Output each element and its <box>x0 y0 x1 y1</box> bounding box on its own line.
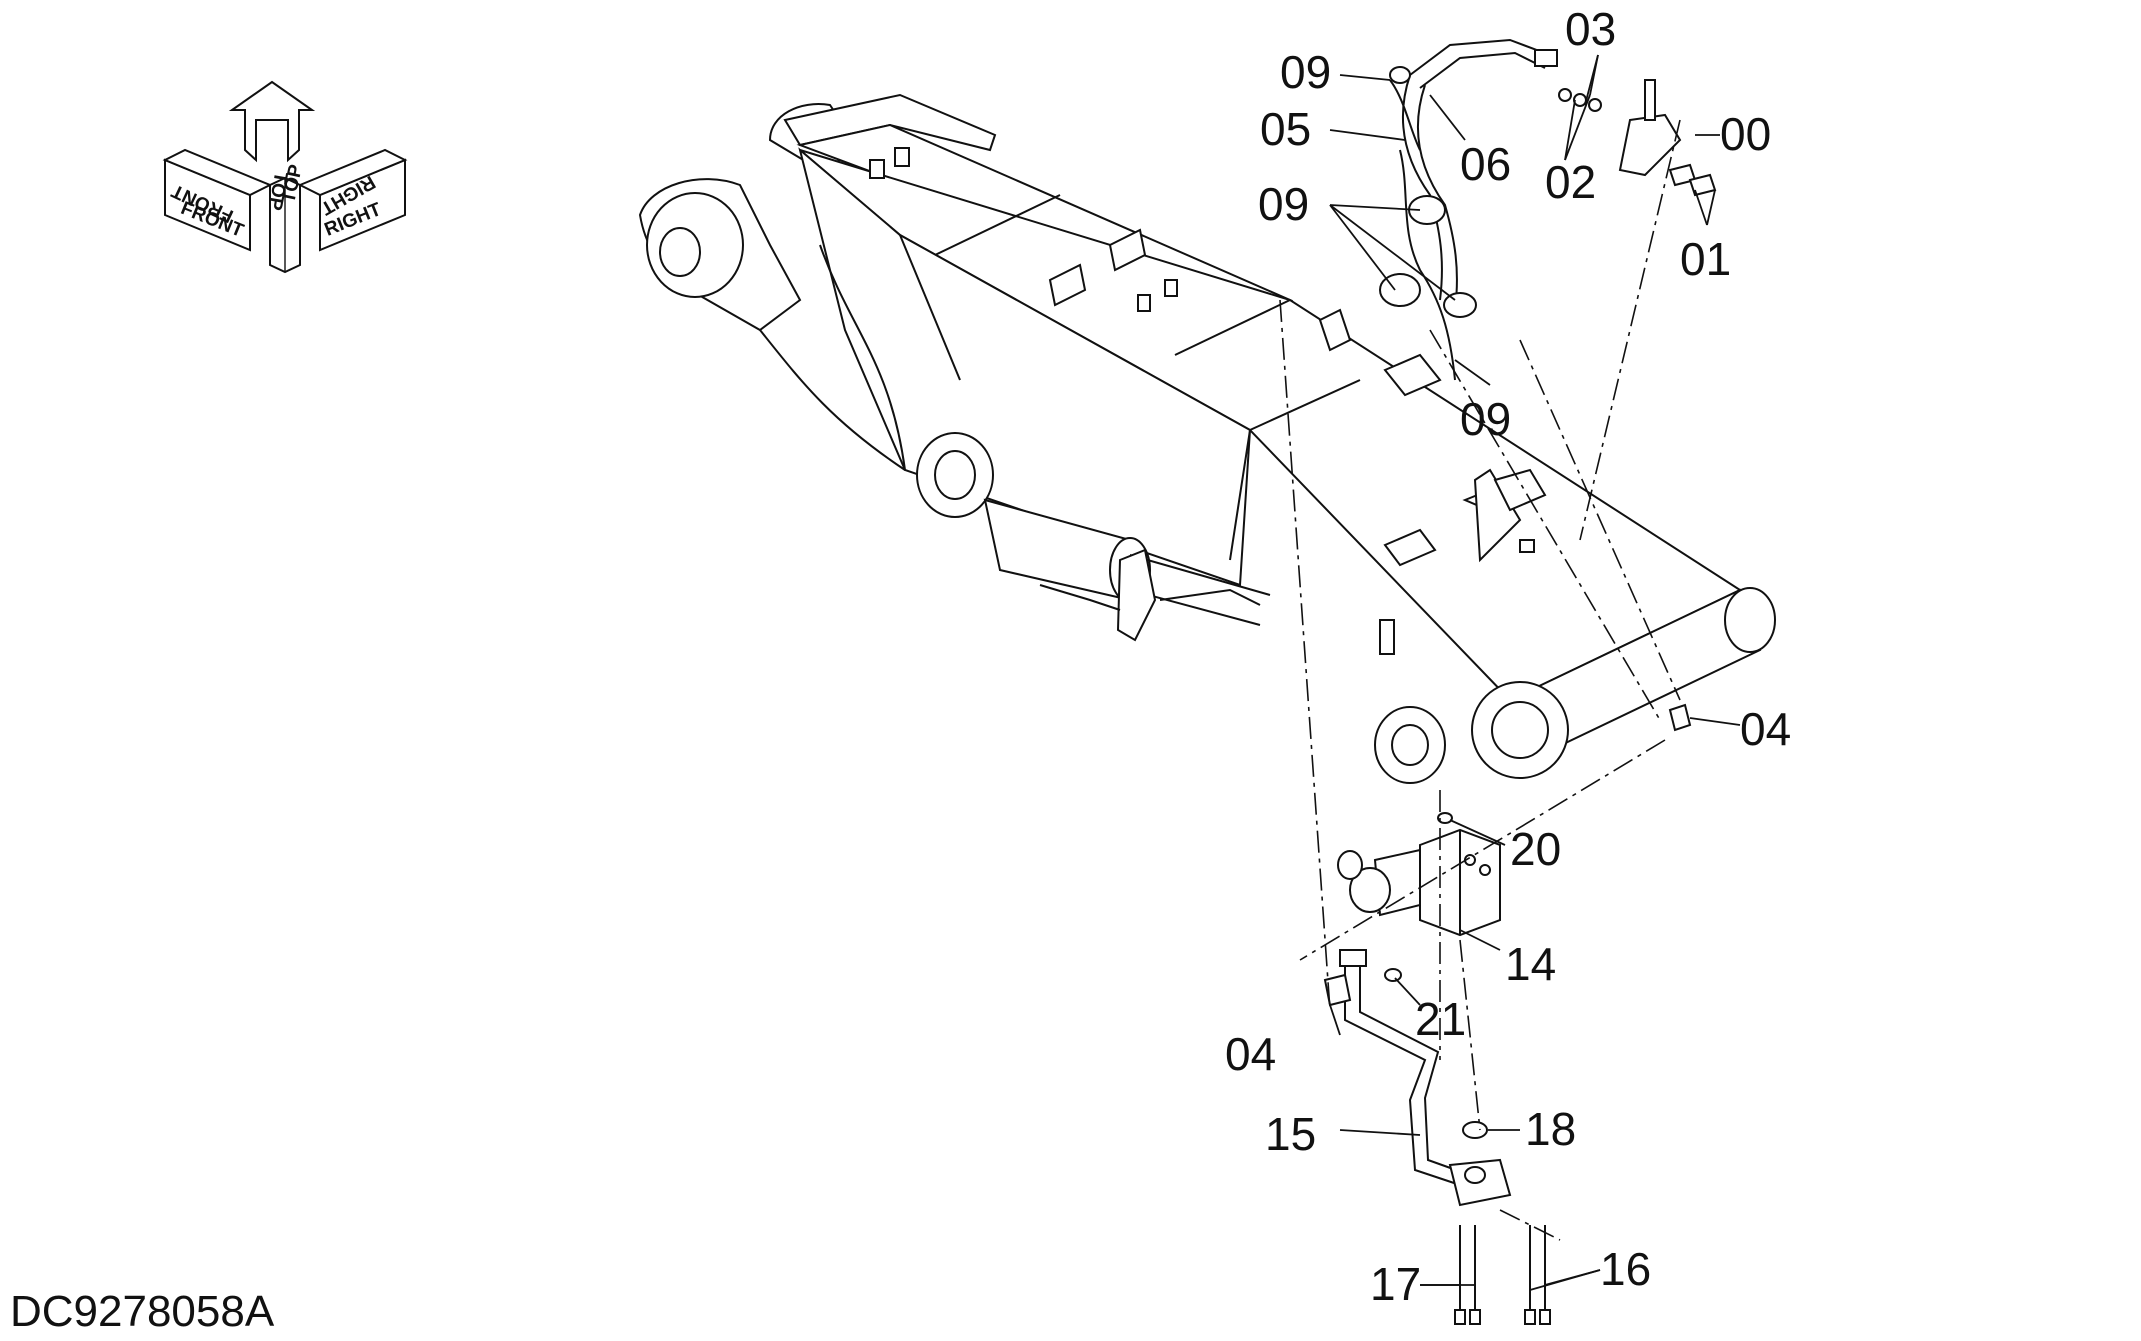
callout-21: 21 <box>1415 993 1466 1045</box>
orientation-indicator: FRONT FRONT TOP TOP RIGHT RIGHT <box>162 80 408 274</box>
callout-14: 14 <box>1505 938 1556 990</box>
callout-15: 15 <box>1265 1108 1316 1160</box>
callout-20: 20 <box>1510 823 1561 875</box>
callout-04-lower: 04 <box>1225 1028 1276 1080</box>
callout-03: 03 <box>1565 3 1616 55</box>
callout-labels: 00 01 02 03 04 04 05 06 09 09 09 14 15 1… <box>1225 3 1791 1310</box>
lower-valve-group <box>1323 703 1692 1325</box>
callout-00: 00 <box>1720 108 1771 160</box>
callout-16: 16 <box>1600 1243 1651 1295</box>
callout-09-low: 09 <box>1460 393 1511 445</box>
callout-01: 01 <box>1680 233 1731 285</box>
callout-09-mid: 09 <box>1258 178 1309 230</box>
upper-pipe-group <box>1379 38 1717 381</box>
callout-05: 05 <box>1260 103 1311 155</box>
label-top-2: TOP <box>278 162 307 205</box>
drawing-id: DC9278058A <box>10 1287 275 1336</box>
callout-04-upper: 04 <box>1740 703 1791 755</box>
callout-09-top: 09 <box>1280 46 1331 98</box>
callout-06: 06 <box>1460 138 1511 190</box>
callout-17: 17 <box>1370 1258 1421 1310</box>
assembly-lines <box>1279 119 1681 1241</box>
callout-02: 02 <box>1545 156 1596 208</box>
leader-lines <box>1329 54 1741 1291</box>
callout-18: 18 <box>1525 1103 1576 1155</box>
boom-assembly <box>638 93 1776 784</box>
